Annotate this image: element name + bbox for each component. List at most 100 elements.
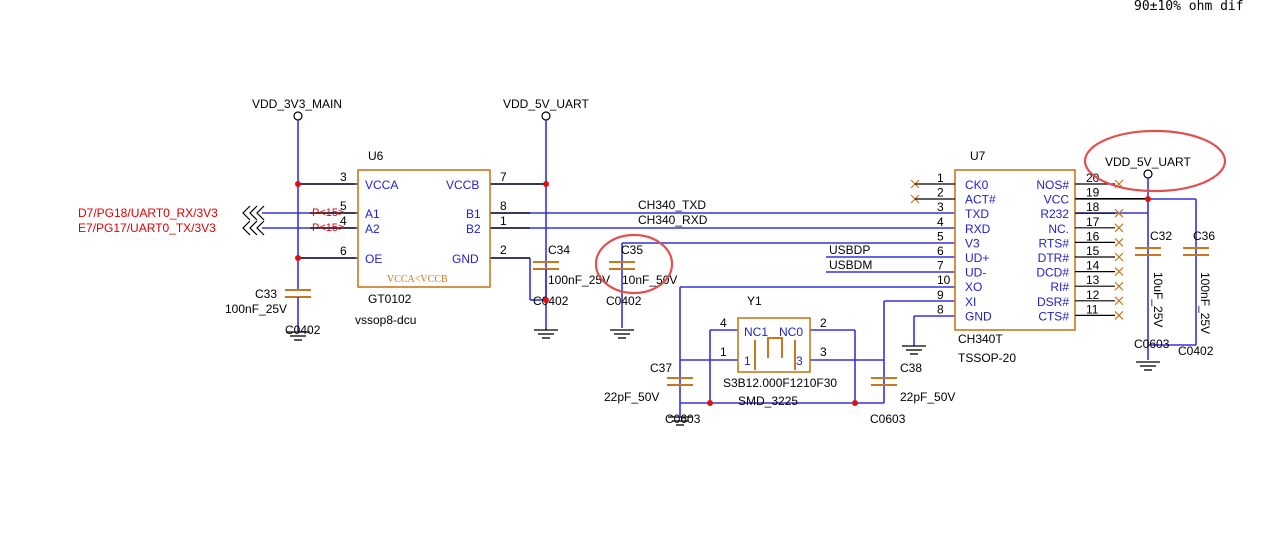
u7-pin-num: 16	[1086, 229, 1100, 243]
net-usbdm: USBDM	[829, 258, 872, 272]
c33-ref: C33	[255, 287, 277, 301]
junction-dot	[295, 255, 301, 261]
u7-pin-name: VCC	[1044, 193, 1070, 207]
nc-x-icon	[1114, 237, 1124, 247]
u6-num-2: 2	[500, 243, 507, 257]
power-label-5v-left: VDD_5V_UART	[503, 97, 589, 111]
u6-body	[357, 169, 491, 288]
port-arrow-icon	[242, 220, 265, 236]
u7-pin-name: XI	[965, 295, 976, 309]
c34-ref: C34	[548, 243, 570, 257]
u7-pin-num: 7	[937, 259, 944, 273]
u6-num-3: 3	[340, 170, 347, 184]
u7-pin-num: 3	[937, 200, 944, 214]
c38-ref: C38	[900, 361, 922, 375]
junction-dot	[1145, 196, 1151, 202]
u6-num-1: 1	[500, 214, 507, 228]
crystal-y1[interactable]: Y1 NC1 NC0 1 3 4 1 2 3 S3B12.000F1210F30…	[720, 294, 837, 408]
u7-pin-name: R232	[1040, 207, 1069, 221]
u6-num-7: 7	[500, 170, 507, 184]
c36-value: 100nF_25V	[1198, 272, 1212, 334]
u6-level-shifter[interactable]: U6 GT0102 vssop8-dcu VCCA<VCCB VCCA A1 A…	[340, 149, 507, 327]
c37-ref: C37	[650, 361, 672, 375]
u7-pin-name: UD+	[965, 251, 989, 265]
u6-pin-gnd: GND	[452, 252, 479, 266]
u6-pin-b1: B1	[466, 207, 481, 221]
port-rx[interactable]: D7/PG18/UART0_RX/3V3 P<15>	[78, 205, 344, 221]
y1-footprint: SMD_3225	[738, 394, 798, 408]
c38-pkg: C0603	[870, 412, 906, 426]
u6-pin-a1: A1	[365, 207, 380, 221]
u6-pin-a2: A2	[365, 222, 380, 236]
nc-x-icon	[1114, 208, 1124, 218]
net-rxd: CH340_RXD	[638, 213, 708, 227]
net-txd: CH340_TXD	[638, 198, 706, 212]
highlight-ring-vdd-5v	[1083, 129, 1227, 193]
c38-value: 22pF_50V	[900, 390, 955, 404]
cap-c36[interactable]: C36 100nF_25V C0402	[1178, 229, 1215, 358]
u7-pin-name: RTS#	[1039, 236, 1070, 250]
power-port-icon	[293, 111, 303, 121]
y1-num-4: 4	[720, 316, 727, 330]
y1-body	[737, 317, 811, 373]
u6-pin-oe: OE	[365, 252, 382, 266]
c36-ref: C36	[1193, 229, 1215, 243]
power-label-3v3: VDD_3V3_MAIN	[252, 97, 342, 111]
cap-c33[interactable]: C33 100nF_25V C0402	[225, 287, 321, 337]
nc-x-icon	[1114, 267, 1124, 277]
u7-pin-name: TXD	[965, 207, 989, 221]
u7-footprint: TSSOP-20	[958, 351, 1016, 365]
wires	[262, 120, 1197, 404]
u6-num-4: 4	[340, 214, 347, 228]
y1-p1: 1	[744, 354, 751, 368]
port-tx[interactable]: E7/PG17/UART0_TX/3V3 P<15>	[78, 220, 344, 236]
port-p15b: P<15>	[312, 222, 344, 234]
nc-x-icon	[1114, 281, 1124, 291]
u7-pin-name: XO	[965, 280, 982, 294]
cap-c35[interactable]: C35 10nF_50V C0402	[606, 243, 677, 308]
u6-pin-vcca: VCCA	[365, 178, 398, 192]
ground-icon	[286, 331, 310, 341]
u6-ref: U6	[368, 149, 384, 163]
c33-pkg: C0402	[285, 323, 321, 337]
power-vdd-5v-uart-left: VDD_5V_UART	[503, 97, 589, 121]
u7-pin-num: 6	[937, 244, 944, 258]
port-p15a: P<15>	[312, 207, 344, 219]
port-arrow-icon	[242, 205, 265, 221]
ground-icon	[610, 329, 634, 339]
nc-x-icon	[1114, 296, 1124, 306]
power-vdd-3v3-main: VDD_3V3_MAIN	[252, 97, 342, 121]
u7-pin-name: CK0	[965, 178, 989, 192]
y1-part: S3B12.000F1210F30	[723, 376, 837, 390]
c34-pkg: C0402	[533, 294, 569, 308]
power-port-icon	[541, 111, 551, 121]
c34-value: 100nF_25V	[548, 273, 610, 287]
u7-pin-name: NC.	[1048, 222, 1069, 236]
nc-marks-left	[910, 179, 955, 204]
u7-pin-num: 12	[1086, 288, 1100, 302]
c32-ref: C32	[1150, 229, 1172, 243]
u7-pin-name: DCD#	[1036, 266, 1069, 280]
u6-note: VCCA<VCCB	[387, 274, 448, 285]
nc-x-icon	[1114, 223, 1124, 233]
crystal-icon	[767, 337, 783, 358]
c37-value: 22pF_50V	[604, 390, 659, 404]
cap-c32[interactable]: C32 10uF_25V C0603	[1134, 229, 1172, 351]
cap-c38[interactable]: C38 22pF_50V C0603	[870, 361, 955, 426]
u7-pin-name: CTS#	[1038, 309, 1069, 323]
u7-pin-name: V3	[965, 236, 980, 250]
u7-pin-name: RI#	[1050, 280, 1069, 294]
u7-pin-name: RXD	[965, 222, 991, 236]
u7-pin-num: 14	[1086, 259, 1100, 273]
u7-pin-num: 2	[937, 186, 944, 200]
u7-part: CH340T	[958, 332, 1003, 346]
c35-ref: C35	[621, 243, 643, 257]
y1-nc0: NC0	[779, 325, 803, 339]
cap-c37[interactable]: C37 22pF_50V C0603	[604, 361, 701, 426]
nc-x-icon	[1114, 252, 1124, 262]
junction-dot	[707, 400, 713, 406]
u7-pin-name: UD-	[965, 266, 986, 280]
u7-pin-name: NOS#	[1036, 178, 1069, 192]
